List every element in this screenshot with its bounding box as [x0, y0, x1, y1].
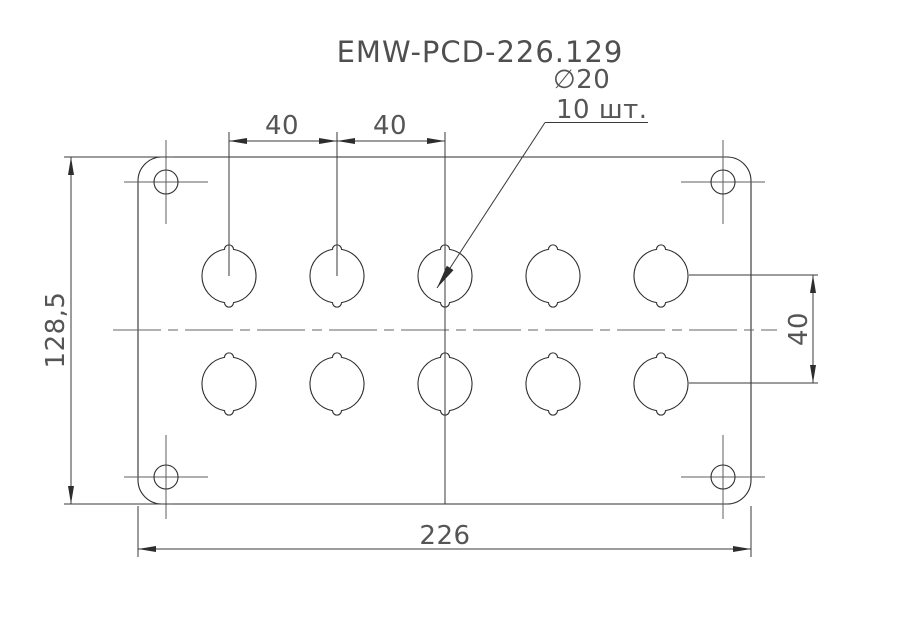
panel-hole: [525, 352, 581, 416]
dim-overall-height-text: 128,5: [41, 292, 71, 369]
hole-callout: ∅20 10 шт.: [436, 65, 648, 289]
arrowhead: [229, 138, 247, 144]
panel-holes: [201, 244, 689, 416]
dim-top-pitch-left-text: 40: [265, 111, 299, 141]
hole-diameter-label: ∅20: [553, 65, 610, 95]
corner-hole-circle: [153, 169, 179, 195]
corner-hole-top-left: [124, 140, 208, 224]
corner-hole-bottom-left: [124, 435, 208, 519]
arrowhead: [319, 138, 337, 144]
dimension-top-pitch: 40 40: [228, 111, 446, 504]
arrowhead: [427, 138, 445, 144]
panel-hole: [309, 244, 365, 308]
panel-hole: [201, 244, 257, 308]
panel-hole: [633, 244, 689, 308]
dimension-overall-height: 128,5: [41, 156, 174, 505]
arrowhead: [810, 275, 816, 293]
dim-row-pitch-text: 40: [784, 312, 814, 346]
dimension-overall-width: 226: [137, 506, 752, 557]
arrowhead: [138, 546, 156, 552]
dim-overall-width-text: 226: [419, 521, 470, 551]
leader-line: [436, 122, 546, 289]
arrowhead: [68, 157, 74, 175]
panel-hole: [309, 352, 365, 416]
corner-hole-circle: [710, 464, 736, 490]
arrowhead: [733, 546, 751, 552]
panel-hole: [417, 244, 473, 308]
arrowhead: [810, 365, 816, 383]
corner-hole-top-right: [681, 140, 765, 224]
leader-arrowhead: [437, 265, 454, 288]
corner-hole-circle: [710, 169, 736, 195]
drawing-title: EMW-PCD-226.129: [337, 35, 624, 69]
corner-hole-circle: [153, 464, 179, 490]
panel-hole: [633, 352, 689, 416]
panel-hole: [525, 244, 581, 308]
corner-mounting-holes: [124, 140, 765, 519]
hole-quantity-label: 10 шт.: [556, 95, 648, 125]
arrowhead: [337, 138, 355, 144]
corner-hole-bottom-right: [681, 435, 765, 519]
dimension-row-pitch: 40: [689, 274, 818, 384]
panel-hole: [201, 352, 257, 416]
arrowhead: [68, 486, 74, 504]
panel-hole: [417, 352, 473, 416]
dim-top-pitch-right-text: 40: [373, 111, 407, 141]
